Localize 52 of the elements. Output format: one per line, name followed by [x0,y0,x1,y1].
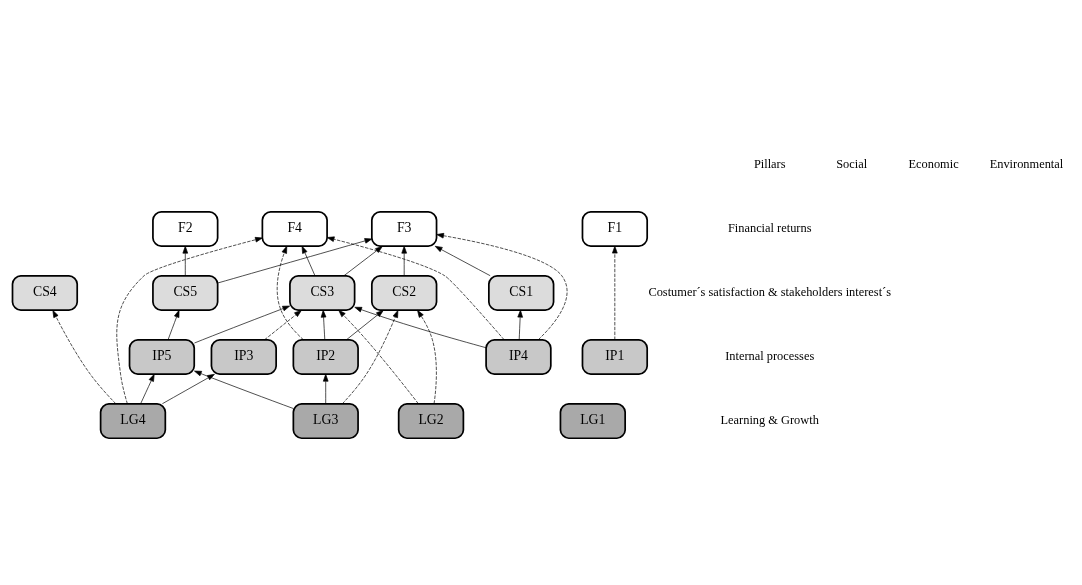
node-box: LG2 [397,402,465,439]
arrow [301,245,316,276]
arrow [346,309,384,340]
arrow [276,245,304,340]
node-box: CS4 [11,274,79,311]
label: Pillars [753,156,786,171]
node-box: IP2 [292,338,359,375]
arrow [338,309,419,404]
node-box: LG1 [559,402,626,439]
node-box: IP3 [210,338,277,375]
node-box: F4 [261,210,328,247]
arrow [194,370,294,409]
arrow [343,245,383,276]
arrow [182,245,189,276]
label: Environmental [989,156,1064,171]
node-box: CS5 [152,274,219,311]
arrow [167,309,180,340]
node-box: IP5 [128,338,196,375]
arrow [517,309,523,340]
arrow [116,236,263,404]
node-box: IP1 [581,338,649,375]
arrow [140,373,155,404]
label: Learning & Growth [720,412,819,427]
arrow [326,236,505,340]
arrow [436,232,568,340]
arrow [401,245,407,276]
arrow [162,373,215,404]
arrow [217,237,373,283]
node-box: F2 [152,210,219,247]
label: Internal processes [725,348,815,363]
arrow [434,245,491,276]
label: Economic [908,156,959,171]
label: Social [836,156,868,171]
arrow [342,309,399,404]
arrow [612,245,618,340]
arrow [264,309,302,340]
arrow [417,309,437,404]
label: Costumer´s satisfaction & stakeholders interest´s [648,284,892,299]
arrow [320,309,327,340]
node-box: CS1 [488,274,555,311]
node-box: LG3 [292,402,359,439]
node-box: CS3 [289,274,356,311]
arrow [322,373,329,404]
node-box: LG4 [99,402,167,439]
arrow [52,309,117,404]
label: Financial returns [727,220,812,235]
node-box: F1 [581,210,649,247]
node-box: IP4 [485,338,552,375]
node-box: CS2 [370,274,438,311]
arrow [354,306,487,348]
node-box: F3 [370,210,438,247]
arrow [194,305,290,343]
